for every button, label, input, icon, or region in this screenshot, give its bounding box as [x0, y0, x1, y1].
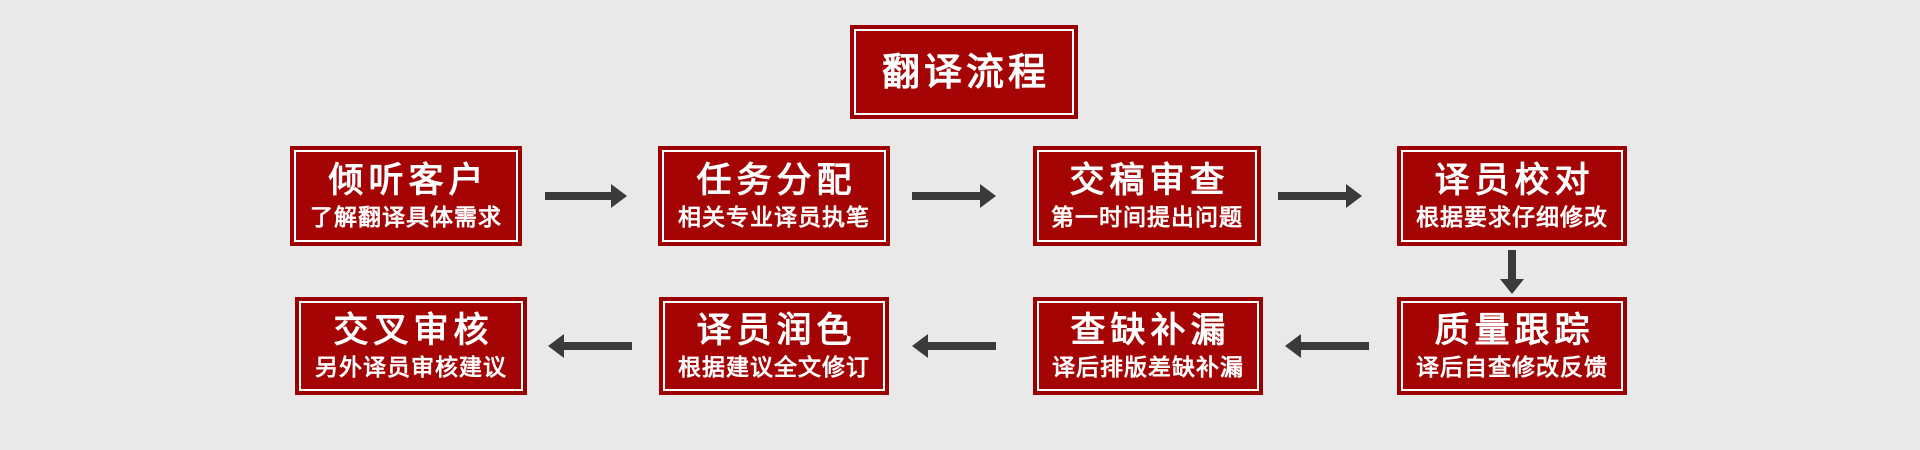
arrow-left-icon [912, 334, 996, 358]
arrow-head [548, 334, 564, 358]
arrow-head [611, 184, 627, 208]
arrow-shaft [1508, 250, 1516, 279]
step-title: 质量跟踪 [1434, 311, 1595, 352]
step-title: 倾听客户 [328, 161, 489, 202]
arrow-shaft [1301, 342, 1369, 350]
step-title: 译员润色 [696, 311, 857, 352]
arrow-shaft [912, 192, 980, 200]
arrow-head [1285, 334, 1301, 358]
step-subtitle: 另外译员审核建议 [315, 355, 507, 382]
step-title: 查缺补漏 [1070, 311, 1231, 352]
arrow-head [1346, 184, 1362, 208]
flow-step-translator-polishing: 译员润色 根据建议全文修订 [659, 297, 889, 395]
flow-step-draft-review: 交稿审查 第一时间提出问题 [1033, 146, 1261, 246]
arrow-right-icon [912, 184, 996, 208]
arrow-shaft [928, 342, 996, 350]
arrow-right-icon [545, 184, 627, 208]
step-title: 交稿审查 [1069, 161, 1230, 202]
step-title: 交叉审核 [333, 311, 494, 352]
arrow-head [980, 184, 996, 208]
arrow-shaft [545, 192, 611, 200]
arrow-left-icon [1285, 334, 1369, 358]
flow-step-translator-proofreading: 译员校对 根据要求仔细修改 [1397, 146, 1627, 246]
arrow-left-icon [548, 334, 632, 358]
step-subtitle: 了解翻译具体需求 [310, 205, 502, 232]
step-subtitle: 相关专业译员执笔 [678, 205, 870, 232]
step-subtitle: 译后自查修改反馈 [1416, 355, 1608, 382]
step-subtitle: 根据要求仔细修改 [1416, 205, 1608, 232]
arrow-head [912, 334, 928, 358]
step-title: 译员校对 [1434, 161, 1595, 202]
step-subtitle: 第一时间提出问题 [1051, 205, 1243, 232]
arrow-down-icon [1500, 250, 1524, 294]
flow-step-listen-to-client: 倾听客户 了解翻译具体需求 [290, 146, 522, 246]
flow-step-quality-tracking: 质量跟踪 译后自查修改反馈 [1397, 297, 1627, 395]
step-subtitle: 根据建议全文修订 [678, 355, 870, 382]
diagram-title-box: 翻译流程 [850, 25, 1078, 119]
step-title: 任务分配 [696, 161, 857, 202]
step-subtitle: 译后排版差缺补漏 [1052, 355, 1244, 382]
arrow-head [1500, 279, 1524, 294]
diagram-title: 翻译流程 [881, 50, 1050, 94]
arrow-shaft [564, 342, 632, 350]
flow-step-cross-review: 交叉审核 另外译员审核建议 [295, 297, 527, 395]
arrow-right-icon [1278, 184, 1362, 208]
arrow-shaft [1278, 192, 1346, 200]
flow-step-task-assignment: 任务分配 相关专业译员执笔 [658, 146, 890, 246]
flow-step-gap-filling: 查缺补漏 译后排版差缺补漏 [1033, 297, 1263, 395]
